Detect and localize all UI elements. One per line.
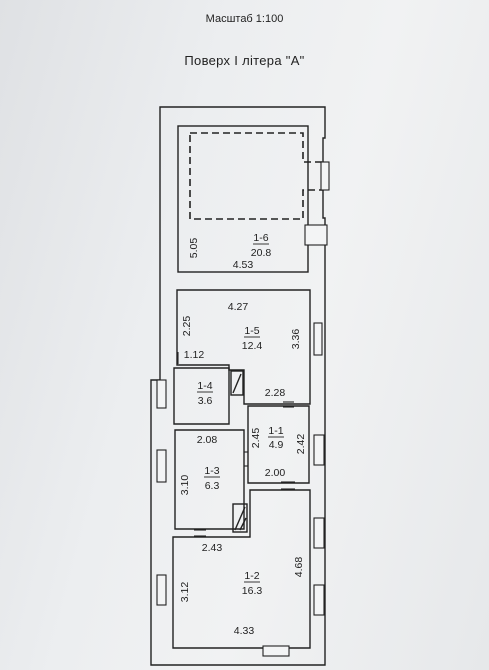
dim-1-5-left: 2.25	[181, 316, 193, 337]
dim-1-5-bottom-left: 1.12	[184, 349, 205, 361]
dim-1-6-height: 5.05	[188, 238, 200, 259]
window	[320, 161, 330, 191]
window	[156, 574, 167, 606]
dim-1-2-right: 4.68	[293, 557, 305, 578]
dim-1-3-left: 3.10	[179, 475, 191, 496]
outer-wall	[150, 106, 326, 666]
dim-1-1-top: 2.28	[265, 387, 286, 399]
room-area-1-1: 4.9	[269, 439, 284, 451]
window	[313, 322, 323, 356]
room-label-1-1: 1-1	[268, 425, 283, 437]
scale-label: Масштаб 1:100	[205, 13, 284, 25]
room-1-2-outline	[172, 489, 311, 649]
room-area-1-4: 3.6	[198, 395, 213, 407]
dim-1-5-right: 3.36	[290, 329, 302, 350]
room-1-4-outline	[173, 367, 230, 425]
window	[304, 224, 328, 246]
room-area-1-6: 20.8	[251, 247, 272, 259]
window	[313, 517, 325, 549]
floor-title: Поверх I літера "А"	[184, 53, 305, 68]
dim-1-6-width: 4.53	[233, 259, 254, 271]
window	[313, 434, 325, 466]
dim-1-2-left: 3.12	[179, 582, 191, 603]
room-label-1-3: 1-3	[204, 465, 219, 477]
window	[313, 584, 325, 616]
window	[262, 645, 290, 657]
room-area-1-5: 12.4	[242, 340, 263, 352]
dim-1-1-right: 2.42	[295, 434, 307, 455]
room-area-1-3: 6.3	[205, 480, 220, 492]
room-label-1-4: 1-4	[197, 380, 212, 392]
dim-1-1-bottom: 2.00	[265, 467, 286, 479]
dim-1-2-top: 2.43	[202, 542, 223, 554]
room-label-1-5: 1-5	[244, 325, 259, 337]
dim-1-1-left: 2.45	[250, 428, 262, 449]
closet-box	[230, 370, 244, 396]
room-1-3-outline	[174, 429, 245, 530]
stair-box	[232, 503, 248, 533]
room-1-1-outline	[247, 405, 310, 484]
room-label-1-2: 1-2	[244, 570, 259, 582]
room-1-6-outline	[177, 125, 309, 273]
room-label-1-6: 1-6	[253, 232, 268, 244]
dim-1-2-bottom: 4.33	[234, 625, 255, 637]
window	[156, 379, 167, 409]
room-area-1-2: 16.3	[242, 585, 263, 597]
dim-1-3-top: 2.08	[197, 434, 218, 446]
room-1-5-outline	[176, 289, 311, 405]
dim-1-5-top: 4.27	[228, 301, 249, 313]
dashed-outline	[189, 132, 324, 220]
window	[156, 449, 167, 483]
